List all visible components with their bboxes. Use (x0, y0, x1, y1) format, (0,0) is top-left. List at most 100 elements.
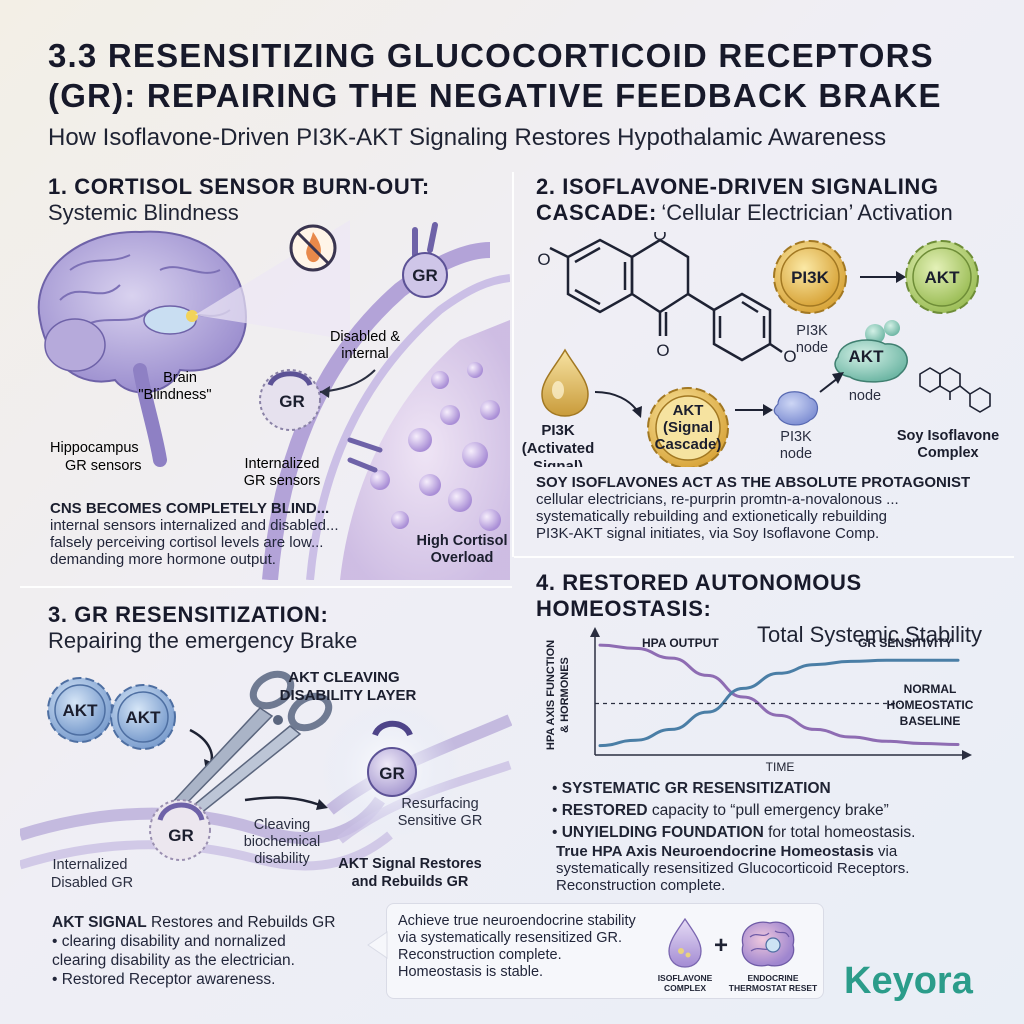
resurfacing-label-2: Sensitive GR (398, 813, 483, 829)
panel3-heading: 3. GR RESENSITIZATION: (48, 602, 329, 627)
panel3-subheading: Repairing the emergency Brake (48, 628, 358, 653)
panel4-bullet-1: • SYSTEMATIC GR RESENSITIZATION (552, 780, 831, 797)
arrow-drop-akt (594, 391, 639, 413)
icon2-label-1: ENDOCRINE (747, 973, 798, 983)
panel4-heading: 4. RESTORED AUTONOMOUS HOMEOSTASIS: (536, 570, 862, 621)
arrow-resurface-head (316, 799, 328, 810)
isoflavone-complex-icon (668, 917, 702, 968)
arrow-akt-scissors (189, 728, 214, 766)
callout-line-4: Homeostasis is stable. (398, 964, 544, 980)
panel3-body-line-2: clearing disability as the electrician. (52, 952, 295, 969)
callout-pointer (367, 931, 388, 959)
panel3-body-line-1: • clearing disability and nornalized (52, 933, 286, 950)
panel4-summary-rest: via (873, 843, 898, 860)
panel3-illustration: AKT AKT GR GR AKT CLEAVING DISABILITY LA… (20, 669, 512, 891)
icon1-label-1: ISOFLAVONE (658, 973, 713, 983)
cell-membrane-inner (306, 274, 510, 580)
divider-right (514, 556, 1014, 558)
panel2-heading: 2. ISOFLAVONE-DRIVEN SIGNALING (536, 174, 939, 199)
panel4-bullet-3-rest: for total homeostasis. (763, 824, 916, 841)
soy-isoflavone-molecule (919, 367, 991, 413)
akt-gear-1-icon: AKT (47, 677, 113, 743)
resurfacing-label-1: Resurfacing (401, 796, 478, 812)
gr-disabled-icon: GR (149, 799, 211, 861)
title-line-2: (GR): REPAIRING THE NEGATIVE FEEDBACK BR… (48, 77, 942, 114)
arrow-node-akt (819, 377, 839, 393)
scissors-icon (168, 670, 333, 820)
y-axis-arrow (590, 627, 600, 637)
panel4-bullet-2-rest: capacity to “pull emergency brake” (647, 802, 889, 819)
panel1-illustration: GR GR Brain "Blindness" Hippocampus GR s… (37, 220, 510, 580)
title-line-1: 3.3 RESENSITIZING GLUCOCORTICOID RECEPTO… (48, 37, 934, 74)
y-axis-label-1: HPA AXIS FUNCTION (545, 640, 557, 750)
label-internalized-gr: GR sensors (244, 473, 321, 489)
panel1-subheading: Systemic Blindness (48, 200, 239, 225)
page-title: 3.3 RESENSITIZING GLUCOCORTICOID RECEPTO… (48, 36, 998, 116)
cell-membrane (262, 242, 491, 580)
panel4-bullet-1-bold: SYSTEMATIC GR RESENSITIZATION (561, 780, 831, 797)
arrow-cascade-node-head (763, 404, 773, 416)
isoflavone-droplet-icon (541, 348, 589, 417)
akt-node-label: AKT (849, 347, 885, 366)
callout-plus: + (714, 932, 728, 959)
panel1-body-line-3: demanding more hormone output. (50, 551, 276, 568)
cortisol-orbs (370, 362, 501, 531)
soy-label-2: Complex (917, 445, 978, 461)
pi3k-node-blob-icon (773, 391, 819, 426)
arrow-node-akt-head (832, 372, 844, 384)
internalized-label-1: Internalized (53, 857, 128, 873)
label-overload: Overload (431, 550, 494, 566)
panel2-body-heading: SOY ISOFLAVONES ACT AS THE ABSOLUTE PROT… (536, 474, 971, 491)
akt-gear-icon: AKT (905, 240, 979, 314)
cleaving-layer-label-2: DISABILITY LAYER (280, 687, 417, 704)
akt-gear-2-label: AKT (126, 708, 162, 727)
x-axis-label: TIME (766, 760, 795, 774)
pi3k-node-b-1: PI3K (780, 429, 812, 445)
brain-icon (37, 230, 247, 467)
akt-cascade-label-2: (Signal (663, 419, 713, 436)
panel3-body: AKT SIGNAL Restores and Rebuilds GR • cl… (52, 913, 382, 989)
soy-label-1: Soy Isoflavone (897, 428, 999, 444)
hypothalamus-glow (186, 310, 198, 322)
series-label-hpa: HPA OUTPUT (642, 636, 719, 650)
y-axis-label-2: & HORMONES (559, 657, 571, 733)
gr-resurfaced-icon: GR (367, 720, 417, 797)
x-axis-arrow (962, 750, 972, 760)
panel2-body: SOY ISOFLAVONES ACT AS THE ABSOLUTE PROT… (536, 474, 1006, 542)
label-internalized: Internalized (245, 456, 320, 472)
panel1-body-line-2: falsely perceiving cortisol levels are l… (50, 534, 324, 551)
akt-cascade-label-3: Cascade) (655, 436, 722, 453)
panel4-bullets: • SYSTEMATIC GR RESENSITIZATION • RESTOR… (552, 778, 992, 844)
baseline-label-2: HOMEOSTATIC (887, 698, 974, 712)
atom-o-top: O (653, 232, 666, 244)
cleaving-label-2: biochemical (244, 834, 321, 850)
membrane-left-b (20, 831, 393, 871)
akt-restores-label-2: and Rebuilds GR (352, 874, 469, 890)
icon2-label-2: THERMOSTAT RESET (729, 983, 818, 993)
arrow-resurface (244, 796, 321, 807)
baseline-label-3: BASELINE (900, 714, 961, 728)
brand-logo-text: Keyora (844, 960, 973, 1002)
atom-o-right: O (783, 347, 796, 366)
pi3k-activated-label-2: (Activated (522, 440, 595, 457)
isoflavone-molecule (549, 238, 783, 362)
panel4-subheading: Total Systemic Stability (757, 622, 982, 647)
panel2-heading-2: CASCADE: (536, 200, 657, 225)
panel2-body-line-2: systematically rebuilding and extionetic… (536, 508, 888, 525)
callout-line-1: Achieve true neuroendocrine stability (398, 913, 636, 929)
panel1-body-line-1: internal sensors internalized and disabl… (50, 517, 339, 534)
label-internal: internal (341, 346, 389, 362)
panel2-body-line-1: cellular electricians, re-purprin promtn… (536, 491, 899, 508)
icon1-label-2: COMPLEX (664, 983, 706, 993)
akt-restores-label-1: AKT Signal Restores (338, 856, 481, 872)
gr-receptor-internalized: GR (259, 369, 321, 431)
cleaving-label-1: Cleaving (254, 817, 310, 833)
pi3k-activated-label-1: PI3K (541, 422, 575, 439)
label-high-cortisol: High Cortisol (416, 533, 507, 549)
series-label-gr: GR SENSITIVITY (858, 636, 953, 650)
pi3k-node-b-2: node (780, 446, 812, 462)
pi3k-gear-icon: PI3K (773, 240, 847, 314)
panel1-heading-block: 1. CORTISOL SENSOR BURN-OUT: Systemic Bl… (48, 174, 430, 226)
internalize-arrow-head (320, 386, 330, 398)
gr-resurfaced-label: GR (379, 764, 405, 783)
